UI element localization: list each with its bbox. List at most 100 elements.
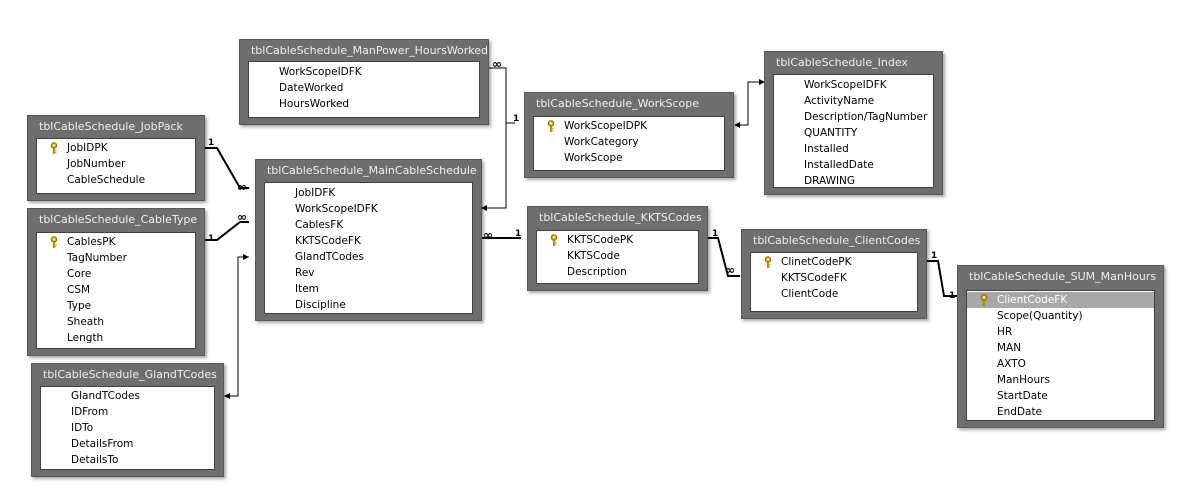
field-name: IDTo: [71, 422, 94, 434]
field-row[interactable]: Discipline: [265, 297, 472, 313]
field-row[interactable]: Description/TagNumber: [774, 109, 933, 125]
table-client-codes[interactable]: tblCableSchedule_ClientCodes ClinetCodeP…: [741, 229, 927, 319]
field-row[interactable]: IDTo: [41, 420, 214, 436]
table-main-cable-schedule[interactable]: tblCableSchedule_MainCableSchedule JobID…: [255, 159, 482, 321]
field-row[interactable]: IDFrom: [41, 404, 214, 420]
table-title[interactable]: tblCableSchedule_KKTSCodes: [539, 211, 702, 224]
field-list: ClientCodeFK Scope(Quantity) HR MAN AXTO ManH…: [966, 290, 1155, 421]
card-label-clientcodes-many: ∞: [725, 263, 735, 277]
field-row[interactable]: Rev: [265, 265, 472, 281]
field-name: HR: [997, 326, 1013, 338]
field-row[interactable]: WorkScopeIDPK: [534, 118, 724, 134]
field-row[interactable]: CablesPK: [37, 234, 195, 250]
field-row[interactable]: DRAWING: [774, 173, 933, 189]
field-row[interactable]: Description: [537, 264, 698, 280]
field-name: GlandTCodes: [295, 251, 364, 263]
field-row[interactable]: InstalledDate: [774, 157, 933, 173]
table-title[interactable]: tblCableSchedule_JobPack: [39, 120, 183, 133]
field-name: CSM: [67, 284, 91, 296]
field-name: AXTO: [997, 358, 1026, 370]
field-row[interactable]: JobIDPK: [37, 140, 195, 156]
field-row[interactable]: GlandTCodes: [265, 249, 472, 265]
field-row[interactable]: Item: [265, 281, 472, 297]
table-title[interactable]: tblCableSchedule_ManPower_HoursWorked: [251, 44, 488, 57]
field-row[interactable]: KKTSCodeFK: [751, 270, 917, 286]
field-name: JobNumber: [67, 158, 126, 170]
field-row[interactable]: DetailsTo: [41, 452, 214, 468]
field-name: HoursWorked: [279, 98, 350, 110]
field-row[interactable]: Installed: [774, 141, 933, 157]
field-name: QUANTITY: [804, 127, 858, 139]
field-row[interactable]: ManHours: [967, 372, 1154, 388]
field-name: WorkScopeIDFK: [295, 203, 378, 215]
field-row[interactable]: ClinetCodePK: [751, 254, 917, 270]
field-row[interactable]: CablesFK: [265, 217, 472, 233]
field-row[interactable]: TagNumber: [37, 250, 195, 266]
card-label-clientcodes-one: 1: [931, 251, 937, 261]
field-row[interactable]: KKTSCodePK: [537, 232, 698, 248]
field-name: WorkCategory: [564, 136, 639, 148]
table-gland-tcodes[interactable]: tblCableSchedule_GlandTCodes GlandTCodes…: [31, 363, 224, 477]
field-name: Item: [295, 283, 319, 295]
field-row[interactable]: QUANTITY: [774, 125, 933, 141]
field-row[interactable]: WorkScopeIDFK: [249, 64, 479, 80]
field-row[interactable]: Scope(Quantity): [967, 308, 1154, 324]
field-name: ClinetCodePK: [781, 256, 852, 268]
field-row[interactable]: KKTSCodeFK: [265, 233, 472, 249]
field-row[interactable]: Core: [37, 266, 195, 282]
field-row[interactable]: EndDate: [967, 404, 1154, 420]
card-label-kkts-one: 1: [515, 229, 521, 239]
field-row[interactable]: KKTSCode: [537, 248, 698, 264]
field-row[interactable]: WorkCategory: [534, 134, 724, 150]
field-row[interactable]: ClientCodeFK: [967, 292, 1154, 308]
table-sum-manhours[interactable]: tblCableSchedule_SUM_ManHours ClientCode…: [957, 265, 1164, 428]
field-name: WorkScope: [564, 152, 623, 164]
field-row[interactable]: HR: [967, 324, 1154, 340]
field-name: ClientCodeFK: [997, 294, 1068, 306]
rel-line-clientcodes-summan: [925, 260, 958, 297]
field-row[interactable]: JobNumber: [37, 156, 195, 172]
field-row[interactable]: DateWorked: [249, 80, 479, 96]
field-row[interactable]: StartDate: [967, 388, 1154, 404]
field-name: Length: [67, 332, 104, 344]
table-title[interactable]: tblCableSchedule_ClientCodes: [753, 234, 921, 247]
table-title[interactable]: tblCableSchedule_SUM_ManHours: [969, 270, 1157, 283]
field-row[interactable]: ActivityName: [774, 93, 933, 109]
table-title[interactable]: tblCableSchedule_CableType: [39, 213, 198, 226]
card-label-main-many-cabletype: ∞: [237, 210, 247, 224]
field-row[interactable]: HoursWorked: [249, 96, 479, 112]
card-label-main-many-kkts: ∞: [483, 228, 493, 242]
field-name: Type: [67, 300, 92, 312]
table-title[interactable]: tblCableSchedule_WorkScope: [536, 97, 699, 110]
field-row[interactable]: MAN: [967, 340, 1154, 356]
field-row[interactable]: CSM: [37, 282, 195, 298]
field-row[interactable]: ClientCode: [751, 286, 917, 302]
field-row[interactable]: DetailsFrom: [41, 436, 214, 452]
table-title[interactable]: tblCableSchedule_MainCableSchedule: [267, 164, 477, 177]
field-row[interactable]: AXTO: [967, 356, 1154, 372]
primary-key-icon: [550, 234, 558, 246]
table-workscope[interactable]: tblCableSchedule_WorkScope WorkScopeIDPK…: [524, 92, 734, 178]
table-jobpack[interactable]: tblCableSchedule_JobPack JobIDPK JobNumbe…: [27, 115, 205, 201]
table-manpower-hoursworked[interactable]: tblCableSchedule_ManPower_HoursWorked Wo…: [239, 39, 489, 125]
field-name: Discipline: [295, 299, 346, 311]
table-title[interactable]: tblCableSchedule_GlandTCodes: [43, 368, 217, 381]
field-row[interactable]: WorkScope: [534, 150, 724, 166]
table-cable-type[interactable]: tblCableSchedule_CableType CablesPK TagNu…: [27, 208, 205, 356]
table-title[interactable]: tblCableSchedule_Index: [776, 56, 908, 69]
field-row[interactable]: WorkScopeIDFK: [265, 201, 472, 217]
field-row[interactable]: GlandTCodes: [41, 388, 214, 404]
rel-line-cabletype-main: [204, 221, 249, 241]
field-row[interactable]: Sheath: [37, 314, 195, 330]
field-row[interactable]: Length: [37, 330, 195, 346]
field-row[interactable]: CableSchedule: [37, 172, 195, 188]
field-row[interactable]: JobIDFK: [265, 185, 472, 201]
field-row[interactable]: WorkScopeIDFK: [774, 77, 933, 93]
field-row[interactable]: Type: [37, 298, 195, 314]
field-name: TagNumber: [67, 252, 127, 264]
